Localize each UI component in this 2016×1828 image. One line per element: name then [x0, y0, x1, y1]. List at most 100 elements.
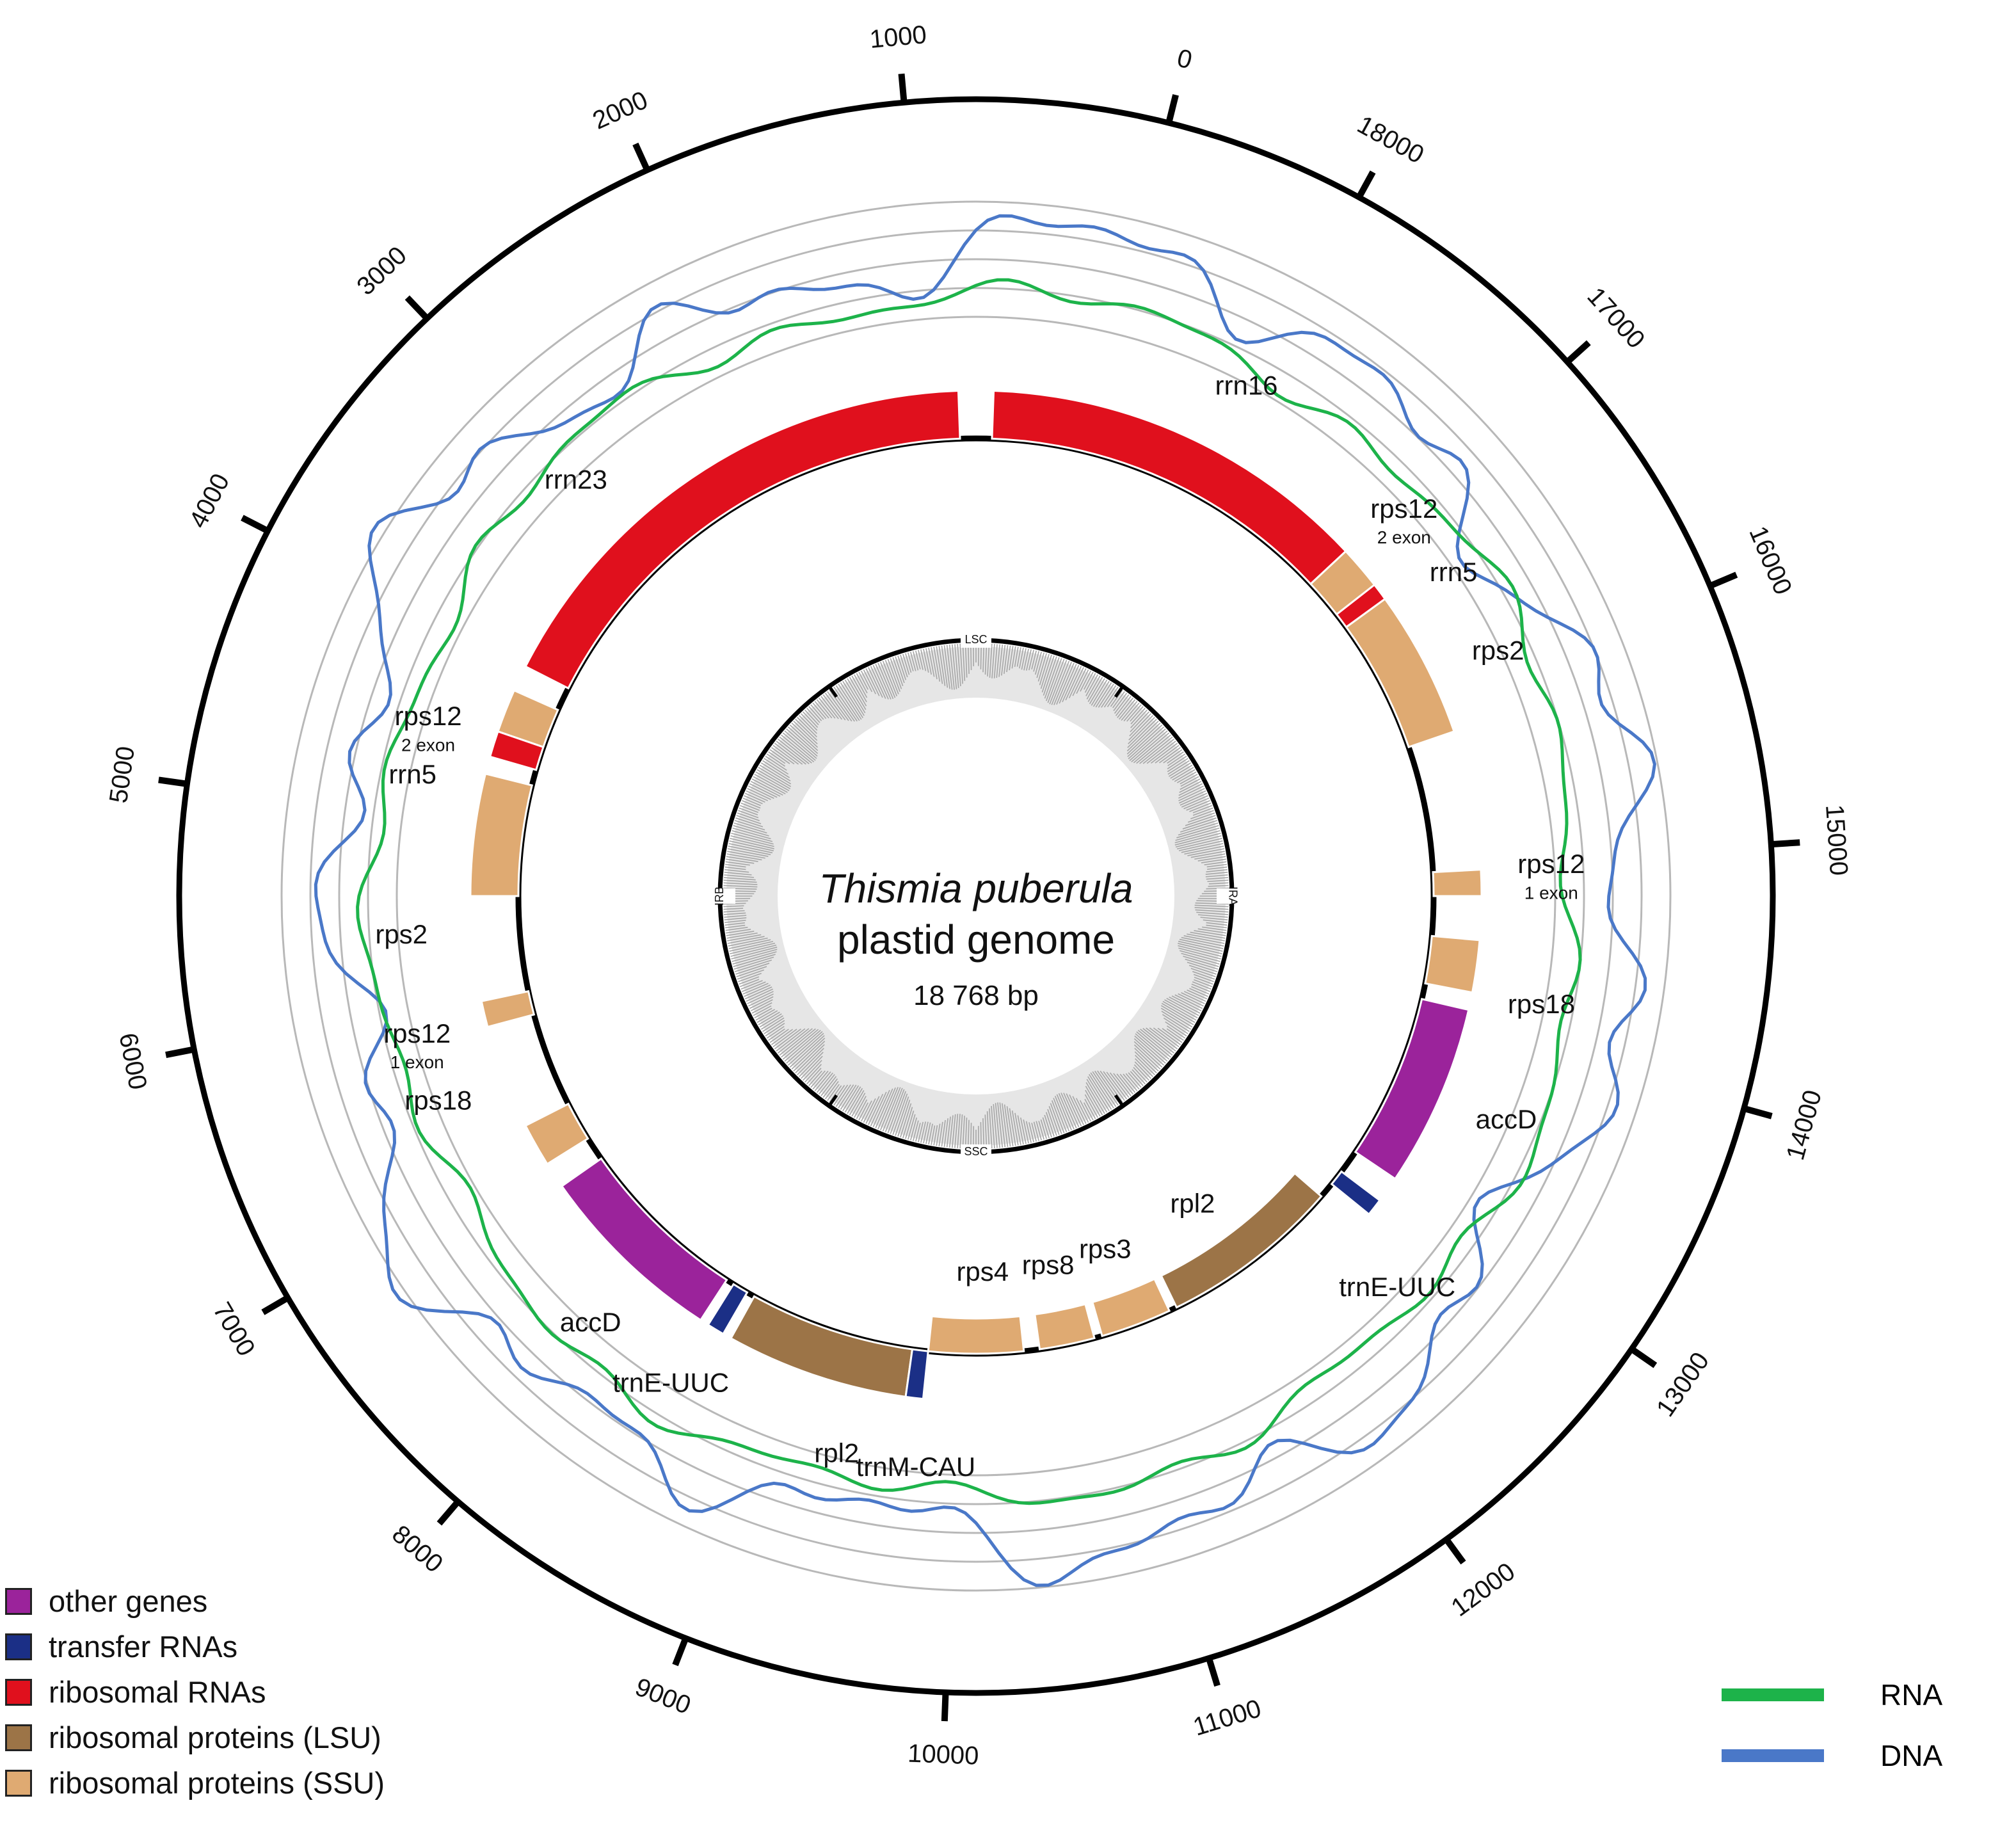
gc-bar [923, 1121, 929, 1144]
gc-bar [844, 679, 866, 714]
gc-bar [1023, 1119, 1029, 1144]
gene-sublabel: 1 exon [1524, 883, 1578, 902]
gc-bar [777, 1028, 810, 1054]
gc-bar [863, 1098, 876, 1123]
gc-bar [1133, 732, 1170, 764]
gc-bar [741, 981, 766, 992]
track-label: RNA [1880, 1678, 1943, 1712]
gc-bar [925, 648, 932, 675]
scale-tick [941, 1692, 949, 1722]
legend-item: ribosomal RNAs [5, 1669, 385, 1715]
gc-bar [1114, 694, 1130, 714]
gc-bar [787, 726, 819, 754]
gc-bar [849, 1090, 865, 1116]
outer-scale-ring [176, 96, 1776, 1696]
gc-bar [1084, 1098, 1096, 1119]
gc-bar [1135, 1033, 1168, 1062]
gene-rps12 [497, 689, 559, 749]
gc-bar [1085, 1086, 1103, 1116]
gc-bar [774, 742, 803, 765]
gc-bar [1039, 653, 1050, 685]
gc-bar [777, 739, 810, 764]
gc-bar [814, 701, 829, 719]
gc-bar [724, 877, 756, 881]
gc-bar [735, 963, 770, 975]
gc-bar [740, 980, 763, 990]
scale-label: 1000 [868, 20, 928, 54]
gc-bar [1176, 825, 1219, 838]
gc-bar [730, 835, 774, 847]
track-swatch [1722, 1749, 1824, 1762]
gc-bar [1034, 652, 1043, 675]
gc-bar [842, 1085, 860, 1112]
scale-tick [261, 1295, 290, 1315]
gc-bar [884, 1087, 903, 1133]
gc-bar [1201, 858, 1226, 863]
gc-bar [1036, 652, 1044, 678]
scale-tick [404, 295, 429, 321]
gc-bar [791, 723, 819, 748]
gc-bar [1134, 1035, 1166, 1064]
gc-bar [1017, 1115, 1024, 1145]
gc-bar [806, 707, 820, 723]
gene-rpl2 [1160, 1171, 1323, 1309]
gc-bar [1132, 1069, 1146, 1085]
gc-bar [1072, 668, 1087, 696]
gc-bar [772, 744, 799, 765]
gc-bar [1134, 1048, 1159, 1071]
gc-bar [908, 652, 914, 671]
gc-bar [822, 1078, 838, 1098]
gc-bar [1178, 788, 1205, 801]
gc-bar [725, 927, 748, 931]
gc-bar [900, 654, 908, 678]
gc-bar [877, 662, 894, 700]
gc-bar [1181, 992, 1205, 1004]
scale-label: 7000 [207, 1297, 260, 1361]
gc-bar [774, 1028, 801, 1050]
gc-bar [1206, 924, 1227, 929]
gc-bar [1179, 950, 1220, 963]
gc-bar [870, 666, 886, 699]
gc-bar [1130, 706, 1144, 722]
gc-bar [810, 704, 824, 720]
gc-bar [816, 1072, 833, 1093]
gc-bar [749, 783, 778, 798]
scale-tick [672, 1637, 689, 1667]
gc-bar [814, 1071, 831, 1091]
gc-bar [1098, 684, 1114, 708]
gene-trnE-UUC [707, 1283, 749, 1336]
gc-bar [779, 1028, 813, 1056]
gc-bar [1137, 1029, 1171, 1058]
gc-bar [1006, 645, 1011, 673]
gc-bar [1040, 1119, 1047, 1139]
gc-bar [890, 658, 902, 689]
gc-bar [1163, 1017, 1188, 1034]
gene-rps12 [1432, 869, 1483, 897]
gc-bar [1171, 995, 1202, 1012]
gc-bar [1194, 907, 1229, 910]
grid-ring [367, 287, 1585, 1505]
gc-bar [1175, 828, 1220, 841]
gc-bar [1191, 986, 1210, 995]
gc-bar [1121, 701, 1138, 721]
gc-bar [1038, 1121, 1044, 1140]
gc-bar [726, 932, 758, 939]
gc-bar [1087, 677, 1103, 702]
scale-label: 10000 [907, 1739, 979, 1770]
gene-label: rrn16 [1215, 370, 1277, 400]
gc-bar [1066, 1093, 1082, 1126]
gene-sublabel: 2 exon [1377, 527, 1431, 547]
gc-bar [1085, 1089, 1101, 1117]
gc-bar [959, 643, 963, 684]
gc-bar [1185, 958, 1219, 970]
gc-bar [744, 984, 771, 997]
gc-bar [854, 1096, 867, 1118]
gc-bar [870, 1091, 887, 1126]
gc-bar [746, 988, 774, 1002]
gc-bar [1085, 1082, 1105, 1114]
gc-bar [760, 1015, 783, 1030]
gc-bar [787, 1032, 824, 1066]
gc-bar [1084, 673, 1096, 693]
gc-bar [801, 713, 818, 731]
